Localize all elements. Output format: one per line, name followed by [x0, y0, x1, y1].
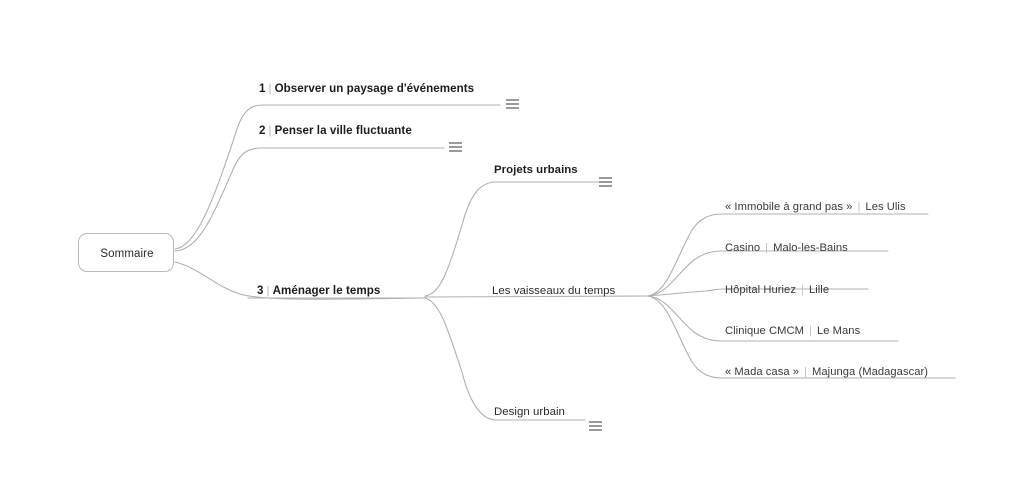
icon-bar [589, 425, 602, 427]
branch-number: 1 [259, 82, 266, 95]
icon-bar [506, 107, 519, 109]
branch-node-amenager[interactable]: 3|Aménager le temps [257, 285, 380, 297]
leaf-node-mada-casa[interactable]: « Mada casa » | Majunga (Madagascar) [725, 366, 929, 378]
leaf-place: Les Ulis [865, 201, 906, 213]
icon-bar [599, 185, 612, 187]
icon-bar [589, 421, 602, 423]
icon-bar [506, 99, 519, 101]
branch-separator: | [268, 82, 272, 95]
leaf-title: Hôpital Huriez [725, 284, 796, 296]
notes-lines-icon[interactable] [506, 99, 519, 109]
icon-bar [506, 103, 519, 105]
branch-separator: | [266, 284, 270, 297]
leaf-title: Clinique CMCM [725, 325, 804, 337]
leaf-separator: | [765, 242, 769, 254]
notes-lines-icon[interactable] [449, 142, 462, 152]
icon-bar [589, 429, 602, 431]
branch-label: Aménager le temps [272, 284, 381, 297]
leaf-place: Malo-les-Bains [773, 242, 848, 254]
branch-number: 3 [257, 284, 264, 297]
leaf-node-hopital-huriez[interactable]: Hôpital Huriez | Lille [725, 284, 830, 296]
branch-node-penser[interactable]: 2|Penser la ville fluctuante [259, 125, 412, 137]
leaf-node-clinique-cmcm[interactable]: Clinique CMCM | Le Mans [725, 325, 861, 337]
subnode-vaisseaux-du-temps[interactable]: Les vaisseaux du temps [492, 285, 616, 297]
leaf-place: Le Mans [816, 325, 861, 337]
leaf-node-casino[interactable]: Casino | Malo-les-Bains [725, 242, 848, 254]
leaf-separator: | [800, 284, 804, 296]
leaf-title: « Mada casa » [725, 366, 800, 378]
icon-bar [449, 146, 462, 148]
leaf-place: Majunga (Madagascar) [812, 366, 929, 378]
icon-bar [449, 142, 462, 144]
notes-lines-icon[interactable] [599, 177, 612, 187]
root-node-label: Sommaire [100, 247, 154, 260]
branch-separator: | [268, 124, 272, 137]
icon-bar [599, 177, 612, 179]
leaf-separator: | [808, 325, 812, 337]
leaf-separator: | [804, 366, 808, 378]
notes-lines-icon[interactable] [589, 421, 602, 431]
leaf-title: « Immobile à grand pas » [725, 201, 853, 213]
leaf-place: Lille [808, 284, 830, 296]
root-node-sommaire[interactable]: Sommaire [78, 233, 174, 272]
branch-node-observer[interactable]: 1|Observer un paysage d'événements [259, 83, 474, 95]
subnode-design-urbain[interactable]: Design urbain [494, 406, 565, 418]
icon-bar [599, 181, 612, 183]
branch-label: Observer un paysage d'événements [274, 82, 475, 95]
icon-bar [449, 150, 462, 152]
leaf-title: Casino [725, 242, 761, 254]
branch-label: Penser la ville fluctuante [274, 124, 412, 137]
leaf-node-immobile[interactable]: « Immobile à grand pas » | Les Ulis [725, 201, 906, 213]
branch-number: 2 [259, 124, 266, 137]
subnode-projets-urbains[interactable]: Projets urbains [494, 164, 578, 176]
leaf-separator: | [857, 201, 861, 213]
